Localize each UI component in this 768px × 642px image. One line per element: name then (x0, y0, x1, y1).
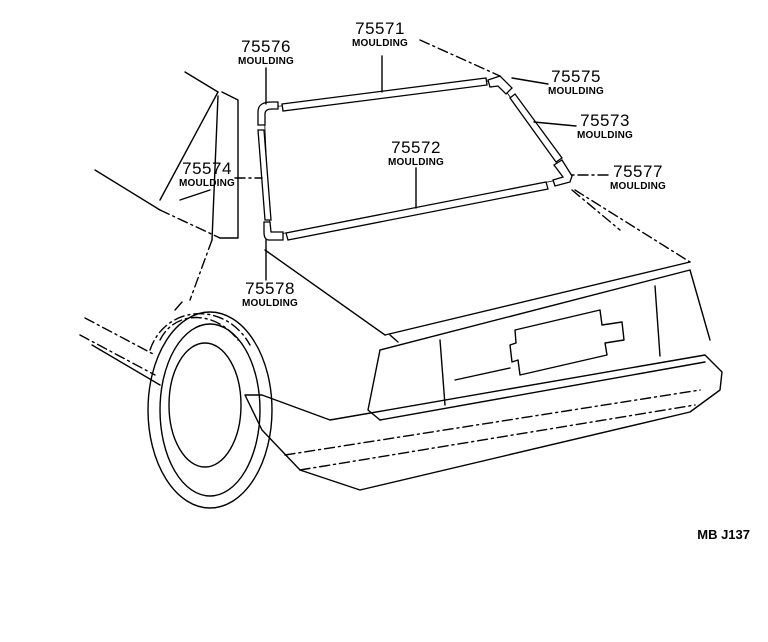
part-name: MOULDING (242, 298, 299, 309)
callout-75575: 75575 MOULDING (548, 68, 604, 97)
moulding-75574-shape (257, 129, 272, 221)
part-name: MOULDING (577, 130, 634, 141)
callout-75574: 75574 MOULDING (179, 160, 235, 189)
part-number: 75576 (241, 37, 291, 56)
leader-lines (179, 39, 621, 281)
moulding-75577-shape (552, 159, 573, 187)
part-name: MOULDING (388, 157, 445, 168)
moulding-75578-shape (263, 221, 284, 241)
part-name: MOULDING (352, 38, 409, 49)
callout-75572: 75572 MOULDING (388, 139, 444, 168)
part-name: MOULDING (548, 86, 605, 97)
moulding-75571-shape (281, 77, 488, 112)
callout-75578: 75578 MOULDING (242, 280, 298, 309)
moulding-75575-shape (487, 75, 513, 95)
part-name: MOULDING (179, 178, 236, 189)
part-number: 75574 (182, 159, 232, 178)
moulding-75572-shape (285, 181, 549, 241)
part-name: MOULDING (610, 181, 667, 192)
callout-75571: 75571 MOULDING (352, 20, 408, 49)
part-number: 75572 (391, 138, 441, 157)
callout-75576: 75576 MOULDING (238, 38, 294, 67)
part-number: 75578 (245, 279, 295, 298)
part-number: 75571 (355, 19, 405, 38)
car-body-outline (79, 71, 723, 509)
callout-75577: 75577 MOULDING (610, 163, 666, 192)
diagram-code: MB J137 (697, 527, 750, 542)
part-number: 75573 (580, 111, 630, 130)
moulding-75573-shape (509, 93, 563, 163)
moulding-pieces (257, 75, 573, 241)
part-number: 75577 (613, 162, 663, 181)
callout-75573: 75573 MOULDING (577, 112, 633, 141)
moulding-75576-shape (257, 101, 279, 126)
part-number: 75575 (551, 67, 601, 86)
part-name: MOULDING (238, 56, 295, 67)
